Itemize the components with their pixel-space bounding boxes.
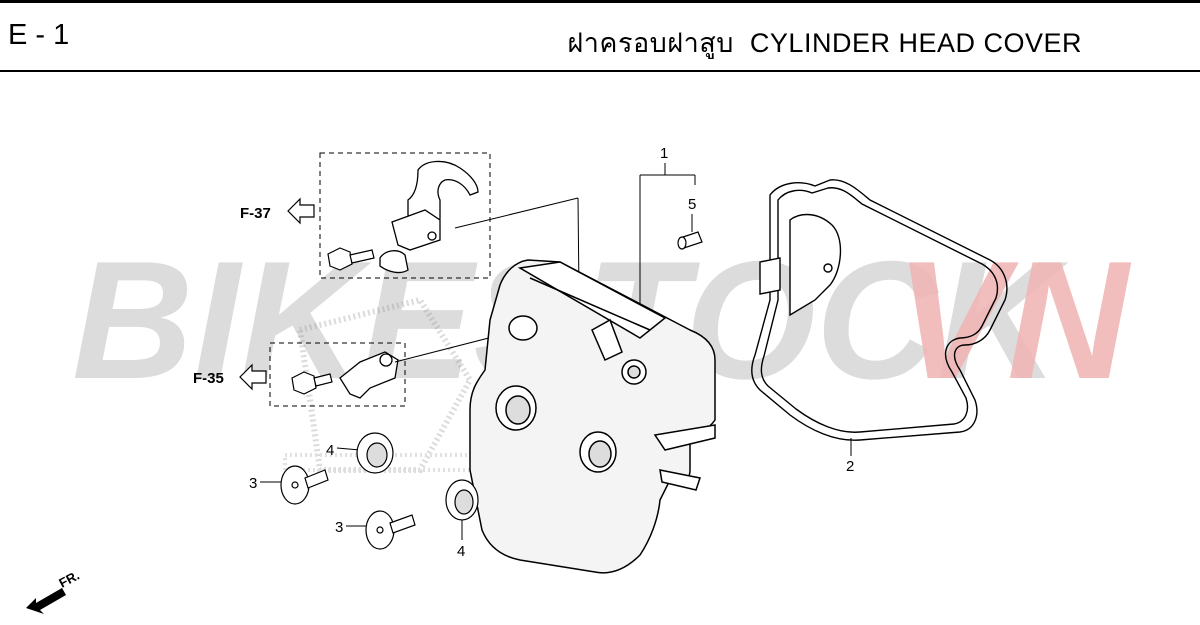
callout-part-3-lower[interactable]: 3 xyxy=(335,519,343,536)
page-header: E - 1 ฝาครอบฝาสูบ CYLINDER HEAD COVER xyxy=(0,0,1200,72)
reference-f37-label: F-37 xyxy=(240,205,271,222)
cylinder-head-cover xyxy=(469,259,716,574)
detail-box-lower xyxy=(269,342,406,407)
callout-part-2[interactable]: 2 xyxy=(846,458,854,475)
bolt-upper xyxy=(280,465,329,505)
front-direction-indicator: FR. xyxy=(26,568,82,614)
seal-washer-upper xyxy=(356,432,394,474)
title-english: CYLINDER HEAD COVER xyxy=(749,28,1082,58)
upper-bracket xyxy=(379,160,479,274)
watermark-accent: VN xyxy=(895,226,1132,414)
callout-part-3-upper[interactable]: 3 xyxy=(249,475,257,492)
reference-f35[interactable]: F-35 xyxy=(193,363,267,391)
reference-f37[interactable]: F-37 xyxy=(240,197,315,225)
page-code: E - 1 xyxy=(8,19,70,51)
head-cover-gasket xyxy=(751,179,1008,441)
upper-bolt xyxy=(327,247,375,271)
front-arrow-icon xyxy=(26,588,66,614)
detail-box-upper xyxy=(319,152,491,279)
callout-part-5[interactable]: 5 xyxy=(688,196,696,213)
lower-bolt xyxy=(291,371,333,395)
reference-f35-label: F-35 xyxy=(193,370,224,387)
reference-f37-arrow-icon xyxy=(287,197,315,225)
reference-f35-arrow-icon xyxy=(239,363,267,391)
seal-washer-lower xyxy=(445,479,479,521)
front-label: FR. xyxy=(56,568,82,591)
title-thai: ฝาครอบฝาสูบ xyxy=(567,28,734,58)
page-title: ฝาครอบฝาสูบ CYLINDER HEAD COVER xyxy=(567,21,1082,64)
bolt-lower xyxy=(365,510,416,550)
callout-part-4-lower[interactable]: 4 xyxy=(457,543,465,560)
dowel-pin xyxy=(677,231,703,250)
callout-part-4-upper[interactable]: 4 xyxy=(326,442,334,459)
callout-part-1[interactable]: 1 xyxy=(660,145,668,162)
lower-bracket xyxy=(339,351,399,399)
